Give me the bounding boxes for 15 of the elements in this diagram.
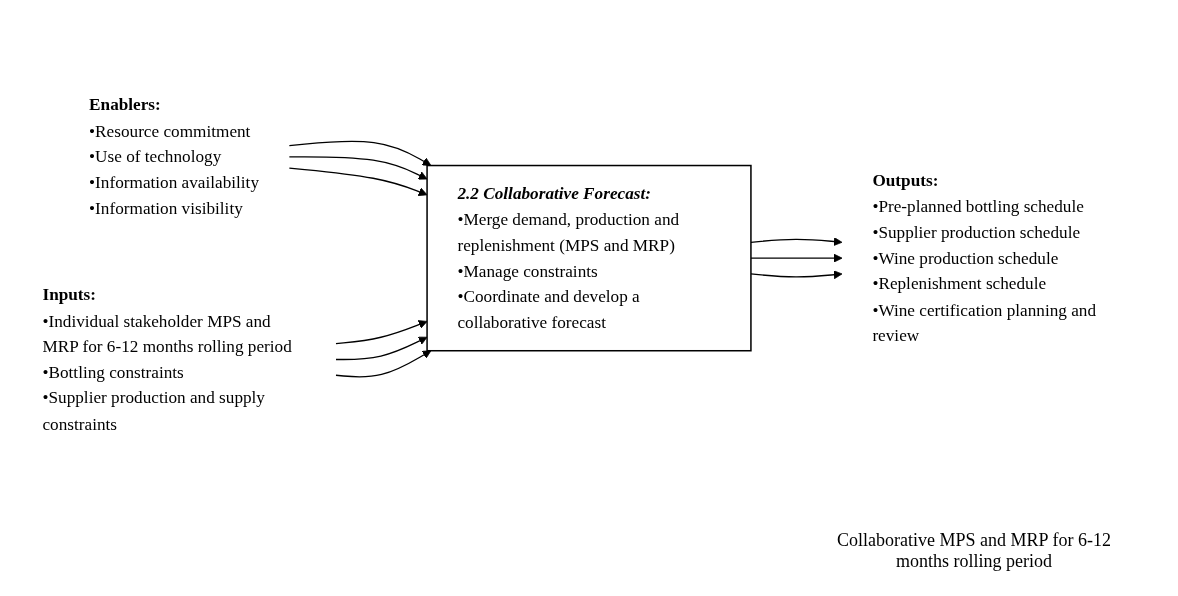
arrow [335, 320, 428, 345]
arrow [288, 156, 428, 180]
arrow [750, 254, 843, 263]
arrow [750, 270, 843, 280]
arrow [288, 167, 428, 197]
arrow [335, 350, 432, 378]
arrow [335, 337, 428, 361]
node-text: Enablers: •Resource commitment •Use of technology •Information availability •Information visibility [89, 95, 259, 219]
node-text: Inputs: •Individual stakeholder MPS and MRP for 6-12 months rolling period •Bottling constraints •Supplier production and supply constraints [42, 285, 292, 434]
arrow [288, 141, 432, 167]
node-text: Outputs: •Pre-planned bottling schedule •Supplier production schedule •Wine production schedule •Replenishment schedule •Wine certification planning and review [872, 171, 1097, 346]
node-box [426, 165, 752, 352]
flowchart-drawing: Enablers: •Resource commitment •Use of technology •Information availability •Information visibility Inputs: •Individual stakeholder MPS and MRP for 6-12 months rolling period •Bottling constraints •Supplier production and supply constraints 2.2 Collaborative Forecast: •Merge demand, production and replenishment (MPS and MRP) •Manage constraints •Coordinate and develop a collaborative forecast Outputs: •Pre-planned bottling schedule •Supplier production schedule •Wine production schedule •Replenishment schedule •Wine certification planning and review [4, 69, 1174, 461]
note-text: Collaborative MPS and MRP for 6-12 months rolling period [836, 530, 1112, 572]
arrow [750, 237, 843, 247]
